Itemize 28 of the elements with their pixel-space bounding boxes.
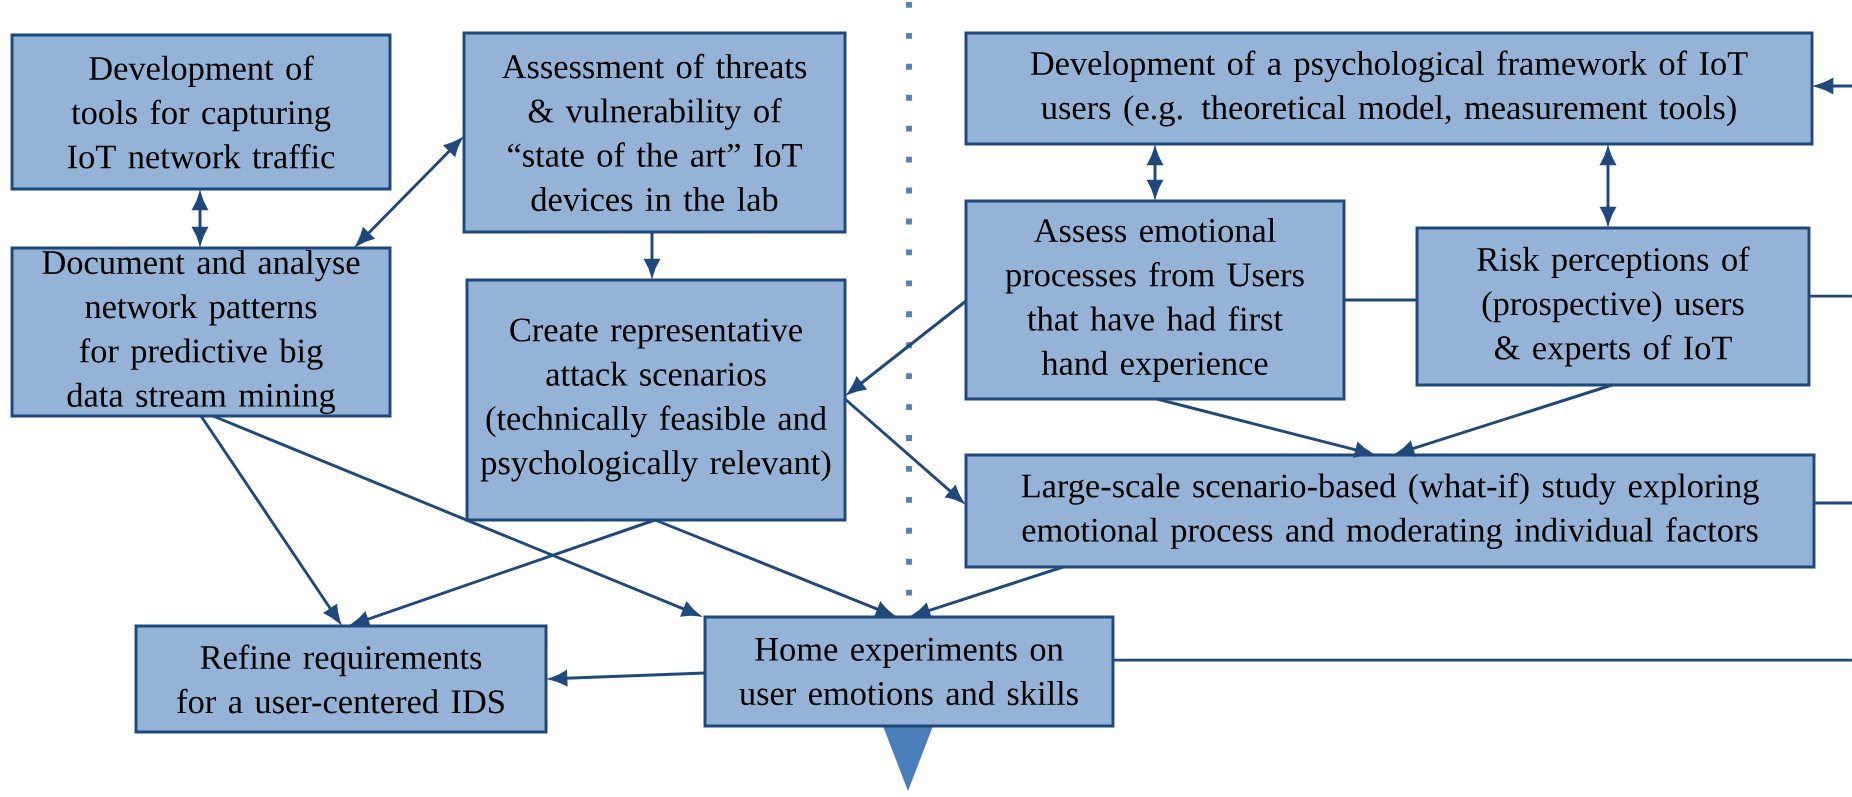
arrow bbox=[844, 397, 964, 503]
arrow bbox=[351, 518, 656, 627]
process-box: Risk perceptions of (prospective) users & experts of IoT bbox=[1415, 226, 1811, 387]
process-box: Development of a psychological framework of IoT users (e.g. theoretical model, measurement tools) bbox=[964, 31, 1814, 146]
arrow bbox=[644, 232, 660, 276]
arrow bbox=[550, 670, 706, 686]
arrow bbox=[356, 138, 462, 246]
arrow bbox=[654, 518, 894, 617]
process-box: Create representative attack scenarios (technically feasible and psychologically relevant) bbox=[465, 278, 847, 522]
process-box: Refine requirements for a user-centered IDS bbox=[134, 624, 548, 734]
arrow bbox=[1147, 148, 1163, 197]
arrow bbox=[912, 565, 1064, 619]
process-box: Home experiments on user emotions and skills bbox=[703, 615, 1115, 728]
arrow bbox=[847, 299, 967, 394]
connector-line bbox=[1113, 658, 1852, 662]
process-box: Document and analyse network patterns for predictive big data stream mining bbox=[10, 246, 392, 418]
arrow bbox=[1816, 78, 1852, 94]
process-box: Assess emotional processes from Users that have had first hand experience bbox=[964, 199, 1346, 401]
connector-line bbox=[1809, 294, 1852, 298]
arrow bbox=[192, 193, 208, 244]
process-box: Large-scale scenario-based (what-if) study exploring emotional process and moderating individual factors bbox=[964, 453, 1816, 569]
arrow bbox=[1156, 397, 1373, 458]
connector-line bbox=[1814, 501, 1852, 505]
arrow bbox=[1396, 383, 1613, 457]
arrow bbox=[1600, 148, 1616, 224]
connector-line bbox=[1344, 298, 1417, 302]
process-box: Development of tools for capturing IoT network traffic bbox=[10, 33, 392, 191]
process-box: Assessment of threats & vulnerability of “state of the art” IoT devices in the lab bbox=[462, 31, 847, 234]
